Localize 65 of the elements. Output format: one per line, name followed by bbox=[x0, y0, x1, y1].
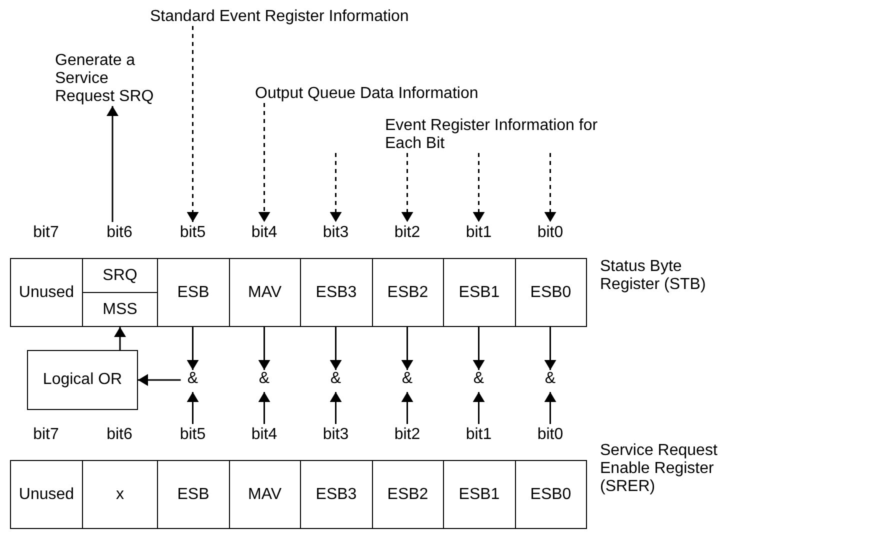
dashed-arrow bbox=[401, 153, 414, 222]
arrow bbox=[258, 392, 270, 424]
bit-label: bit7 bbox=[32, 224, 60, 242]
dashed-arrow bbox=[330, 153, 342, 222]
bit-label: bit0 bbox=[536, 426, 564, 444]
bit-label: bit6 bbox=[106, 426, 134, 444]
bit-label: bit1 bbox=[464, 224, 493, 242]
arrow bbox=[138, 374, 181, 386]
arrow bbox=[330, 392, 342, 424]
register-cell: Unused bbox=[10, 460, 83, 529]
register-cell: ESB bbox=[157, 258, 230, 327]
annotation-text: Output Queue Data Information bbox=[255, 85, 480, 103]
bit-label: bit3 bbox=[322, 426, 350, 444]
register-cell: ESB0 bbox=[514, 258, 587, 327]
bit-label: bit5 bbox=[178, 426, 207, 444]
bit-label: bit4 bbox=[250, 224, 278, 242]
arrow bbox=[186, 392, 199, 424]
and-symbol: & bbox=[538, 370, 562, 392]
and-symbol: & bbox=[466, 370, 491, 392]
bit-label: bit2 bbox=[393, 426, 422, 444]
bit-label: bit1 bbox=[464, 426, 493, 444]
arrow bbox=[114, 327, 126, 350]
annotation-text: Standard Event Register Information bbox=[150, 8, 410, 26]
arrow bbox=[401, 392, 414, 424]
arrow bbox=[544, 392, 556, 424]
register-cell: ESB1 bbox=[443, 460, 516, 529]
bit-label: bit4 bbox=[250, 426, 278, 444]
and-symbol: & bbox=[395, 370, 420, 392]
and-symbol: & bbox=[252, 370, 276, 392]
arrow bbox=[258, 326, 270, 370]
bit-label: bit0 bbox=[536, 224, 564, 242]
register-cell: ESB0 bbox=[514, 460, 587, 529]
arrow bbox=[544, 326, 556, 370]
bit-label: bit5 bbox=[178, 224, 207, 242]
bit-label: bit6 bbox=[106, 224, 134, 242]
bit-label: bit7 bbox=[32, 426, 60, 444]
register-cell: MAV bbox=[228, 258, 301, 327]
bit-label: bit3 bbox=[322, 224, 350, 242]
annotation-text: Event Register Information for Each Bit bbox=[385, 117, 599, 153]
arrow bbox=[401, 326, 414, 370]
and-symbol: & bbox=[324, 370, 348, 392]
register-cell: x bbox=[82, 460, 158, 529]
and-symbol: & bbox=[180, 370, 205, 392]
register-cell: ESB bbox=[157, 460, 230, 529]
arrow bbox=[330, 326, 342, 370]
register-cell: ESB3 bbox=[300, 258, 372, 327]
dashed-arrow bbox=[186, 26, 199, 222]
register-label: Service Request Enable Register (SRER) bbox=[600, 442, 718, 496]
arrow bbox=[106, 106, 118, 222]
dashed-arrow bbox=[258, 103, 270, 222]
annotation-text: Generate a Service Request SRQ bbox=[55, 52, 155, 106]
arrow bbox=[186, 326, 199, 370]
register-cell: ESB1 bbox=[443, 258, 516, 327]
register-cell: ESB2 bbox=[372, 258, 444, 327]
logic-gate-box: Logical OR bbox=[27, 350, 138, 410]
arrow bbox=[472, 326, 485, 370]
dashed-arrow bbox=[472, 153, 485, 222]
register-cell: ESB3 bbox=[300, 460, 372, 529]
bit-label: bit2 bbox=[393, 224, 422, 242]
register-cell: Unused bbox=[10, 258, 83, 327]
arrow bbox=[472, 392, 485, 424]
register-label: Status Byte Register (STB) bbox=[600, 258, 707, 294]
dashed-arrow bbox=[544, 153, 556, 222]
register-cell: ESB2 bbox=[372, 460, 444, 529]
register-cell: MAV bbox=[228, 460, 301, 529]
